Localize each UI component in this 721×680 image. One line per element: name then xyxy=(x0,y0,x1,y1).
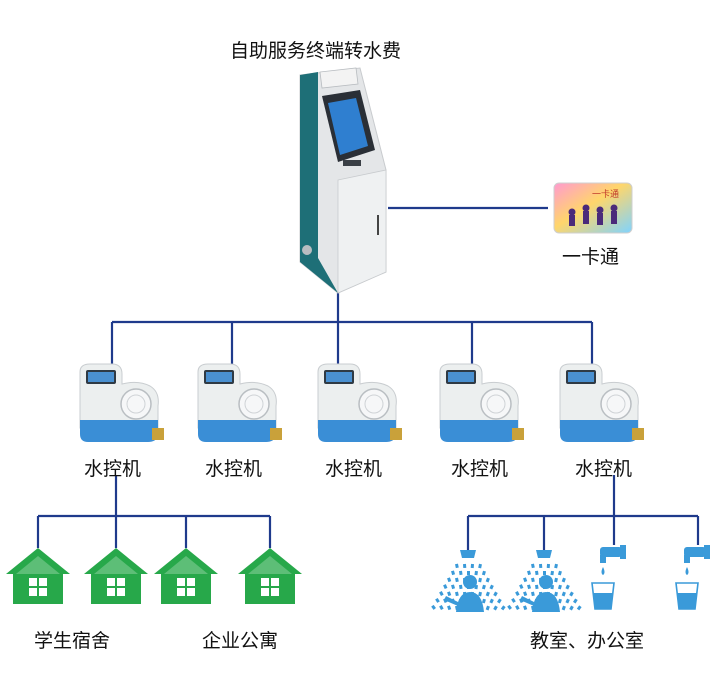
house-icon xyxy=(84,548,148,604)
shower-icon xyxy=(507,550,582,612)
diagram-title: 自助服务终端转水费 xyxy=(230,40,402,62)
water-meter-icon xyxy=(439,363,524,442)
apartment-label: 企业公寓 xyxy=(202,630,279,652)
kiosk-icon xyxy=(299,67,387,294)
house-icon xyxy=(154,548,218,604)
campus-card-icon xyxy=(553,182,633,234)
water-meter-icon xyxy=(79,363,164,442)
taps-group xyxy=(591,545,710,610)
water-meter-icon xyxy=(317,363,402,442)
controller-label-4: 水控机 xyxy=(451,458,509,480)
water-meter-icon xyxy=(559,363,644,442)
water-meter-icon xyxy=(197,363,282,442)
tap-icon xyxy=(591,545,626,610)
shower-icon xyxy=(431,550,506,612)
houses-group xyxy=(6,548,302,604)
dorm-label: 学生宿舍 xyxy=(34,630,111,652)
controller-label-2: 水控机 xyxy=(205,458,263,480)
connector-lines xyxy=(36,206,700,550)
controller-label-1: 水控机 xyxy=(84,458,142,480)
classroom-office-label: 教室、办公室 xyxy=(530,630,645,652)
showers-group xyxy=(431,550,582,612)
controller-label-3: 水控机 xyxy=(325,458,383,480)
house-icon xyxy=(238,548,302,604)
card-logo-text: 一卡通 xyxy=(592,188,619,200)
house-icon xyxy=(6,548,70,604)
controller-label-5: 水控机 xyxy=(575,458,633,480)
card-label: 一卡通 xyxy=(562,246,620,268)
controllers-group xyxy=(79,363,644,442)
tap-icon xyxy=(675,545,710,610)
